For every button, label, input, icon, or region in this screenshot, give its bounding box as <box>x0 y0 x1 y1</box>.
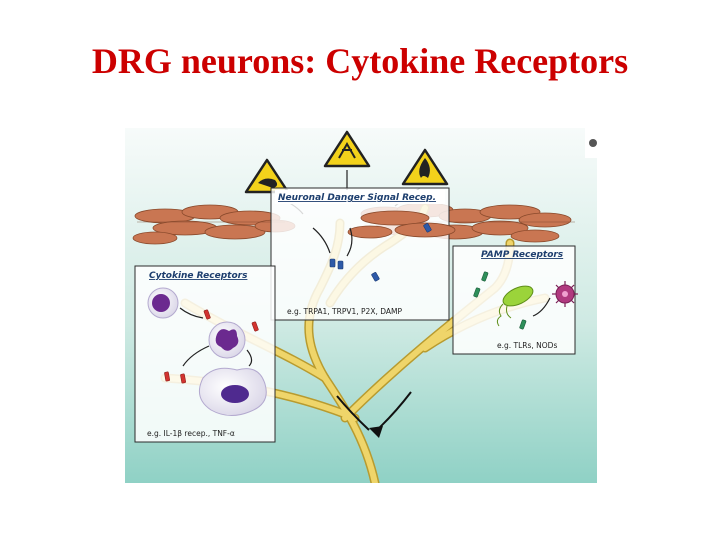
lymphocyte-cell <box>147 287 179 319</box>
tissue-overlap <box>347 210 456 239</box>
danger-signal-panel: Neuronal Danger Signal Recep. e.g. TRPA1… <box>270 187 450 321</box>
cytokine-panel-footer: e.g. IL-1β recep., TNF-α <box>147 429 235 438</box>
pamp-panel-footer: e.g. TLRs, NODs <box>497 341 557 350</box>
drg-receptor-diagram: Neuronal Danger Signal Recep. e.g. TRPA1… <box>125 128 597 483</box>
fire-hazard-icon <box>401 148 449 186</box>
cytokine-receptors <box>164 309 259 384</box>
danger-receptors <box>329 223 432 282</box>
slide-title: DRG neurons: Cytokine Receptors <box>91 41 629 81</box>
toxic-hazard-icon <box>323 130 371 168</box>
cytokine-arrows <box>179 307 253 367</box>
pamp-panel-title: PAMP Receptors <box>481 250 564 260</box>
spill-hazard-icon <box>244 158 290 194</box>
bacterium-icon <box>496 285 534 327</box>
pamp-receptors <box>473 271 527 330</box>
danger-panel-arrows <box>312 227 353 257</box>
corner-fragment-dot <box>589 139 597 147</box>
trunk-arrowhead <box>369 426 383 438</box>
danger-panel-footer: e.g. TRPA1, TRPV1, P2X, DAMP <box>287 307 402 316</box>
cytokine-panel-title: Cytokine Receptors <box>149 271 248 281</box>
virus-icon <box>552 281 578 307</box>
macrophage-cell <box>198 367 267 416</box>
pamp-arrows <box>532 297 551 317</box>
neutrophil-cell <box>208 321 246 359</box>
danger-panel-title: Neuronal Danger Signal Recep. <box>278 193 436 203</box>
